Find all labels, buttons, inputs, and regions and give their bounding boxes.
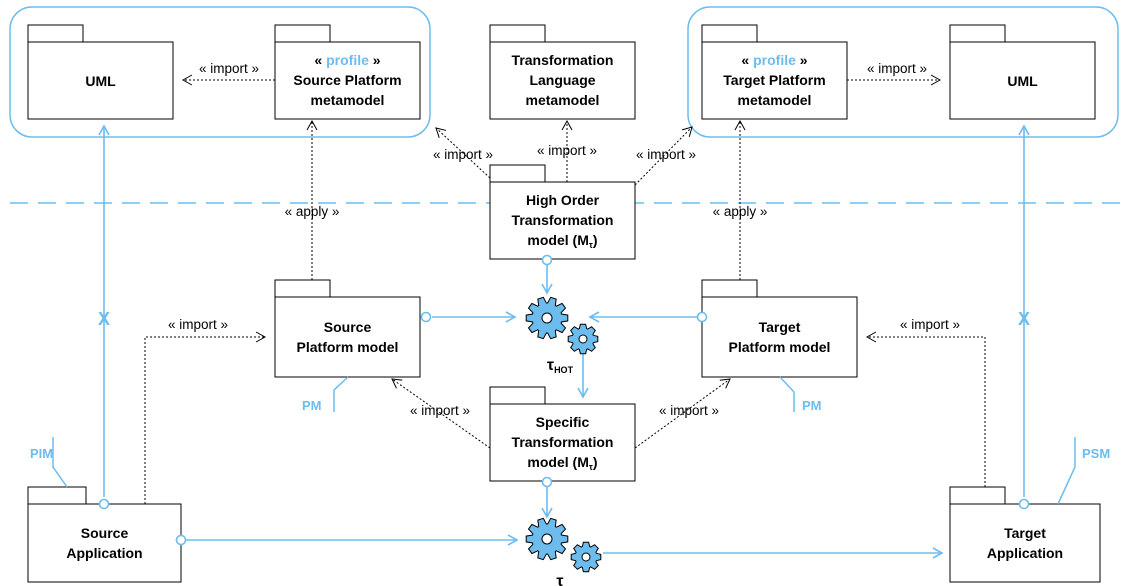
psm-tag: PSM — [1082, 446, 1110, 461]
package-hot-model[interactable]: High Order Transformation model (Mτ) — [489, 164, 636, 260]
package-title: Source Platform — [293, 72, 401, 88]
package-title: Target Platform — [723, 72, 825, 88]
import-arrow — [144, 331, 267, 504]
pim-tag-line — [52, 437, 68, 488]
gear-hole — [581, 552, 591, 562]
import-label: « import » — [900, 317, 960, 332]
package-transformation-language-metamodel[interactable]: Transformation Language metamodel — [489, 24, 636, 120]
package-title: Application — [987, 545, 1063, 561]
package-title: model (Mτ) — [527, 454, 597, 472]
gear-tau-icon — [525, 517, 602, 573]
package-title: metamodel — [311, 92, 385, 108]
apply-label: « apply » — [713, 204, 768, 219]
package-title: Application — [66, 545, 142, 561]
tau-hot-label: τHOT — [547, 357, 574, 375]
cross-mark-left: X — [98, 309, 110, 329]
import-label: « import » — [433, 147, 493, 162]
gear-hole — [541, 533, 553, 545]
flow-port — [541, 476, 553, 488]
import-label: « import » — [537, 143, 597, 158]
right-metamodel-group — [687, 6, 1119, 138]
package-uml-right[interactable]: UML — [949, 24, 1096, 120]
import-arrow — [435, 127, 491, 179]
pm-left-tag: PM — [302, 398, 322, 413]
package-title: Transformation — [512, 434, 614, 450]
flow-port — [98, 498, 110, 510]
package-title: UML — [1007, 73, 1038, 89]
import-label: « import » — [168, 317, 228, 332]
cross-mark-right: X — [1018, 309, 1030, 329]
package-title: Target — [1004, 525, 1046, 541]
import-arrow — [865, 331, 986, 487]
package-target-platform-model[interactable]: Target Platform model — [701, 279, 858, 378]
flow-port — [1018, 498, 1030, 510]
gear-hole — [578, 334, 588, 344]
import-label: « import » — [410, 403, 470, 418]
package-target-application[interactable]: Target Application — [949, 486, 1101, 583]
package-title: Specific — [536, 414, 590, 430]
left-metamodel-group — [9, 6, 431, 138]
pm-left-tag-line — [333, 376, 349, 412]
import-label: « import » — [867, 61, 927, 76]
stereotype: « profile » — [314, 52, 380, 68]
package-title: Source — [81, 525, 129, 541]
package-title: Platform model — [729, 339, 831, 355]
stereotype: « profile » — [741, 52, 807, 68]
import-arrow — [634, 126, 693, 186]
package-title: Language — [529, 72, 595, 88]
flow-port — [541, 254, 553, 266]
pm-right-tag: PM — [802, 398, 822, 413]
package-title: Transformation — [512, 52, 614, 68]
import-label: « import » — [659, 403, 719, 418]
gear-hot-icon — [525, 296, 599, 355]
gear-hole — [541, 312, 553, 324]
pm-right-tag-line — [779, 376, 795, 412]
psm-tag-line — [1057, 437, 1076, 505]
package-title: model (Mτ) — [527, 232, 597, 250]
import-label: « import » — [199, 61, 259, 76]
package-source-application[interactable]: Source Application — [27, 486, 182, 583]
flow-port — [420, 311, 432, 323]
package-title: UML — [85, 73, 116, 89]
package-title: metamodel — [738, 92, 812, 108]
package-title: Platform model — [297, 339, 399, 355]
package-title: Target — [759, 319, 801, 335]
package-source-platform-model[interactable]: Source Platform model — [274, 279, 421, 378]
package-specific-model[interactable]: Specific Transformation model (Mτ) — [489, 386, 636, 482]
package-source-platform-metamodel[interactable]: « profile » Source Platform metamodel — [274, 24, 421, 120]
import-label: « import » — [636, 147, 696, 162]
apply-label: « apply » — [285, 204, 340, 219]
package-title: High Order — [526, 192, 600, 208]
package-title: Transformation — [512, 212, 614, 228]
flow-port — [175, 534, 187, 546]
tau-label: τ — [556, 573, 563, 586]
package-uml-left[interactable]: UML — [27, 24, 174, 120]
package-title: metamodel — [526, 92, 600, 108]
package-target-platform-metamodel[interactable]: « profile » Target Platform metamodel — [701, 24, 848, 120]
import-arrow — [634, 378, 731, 449]
package-title: Source — [324, 319, 372, 335]
pim-tag: PIM — [30, 446, 53, 461]
flow-port — [696, 311, 708, 323]
